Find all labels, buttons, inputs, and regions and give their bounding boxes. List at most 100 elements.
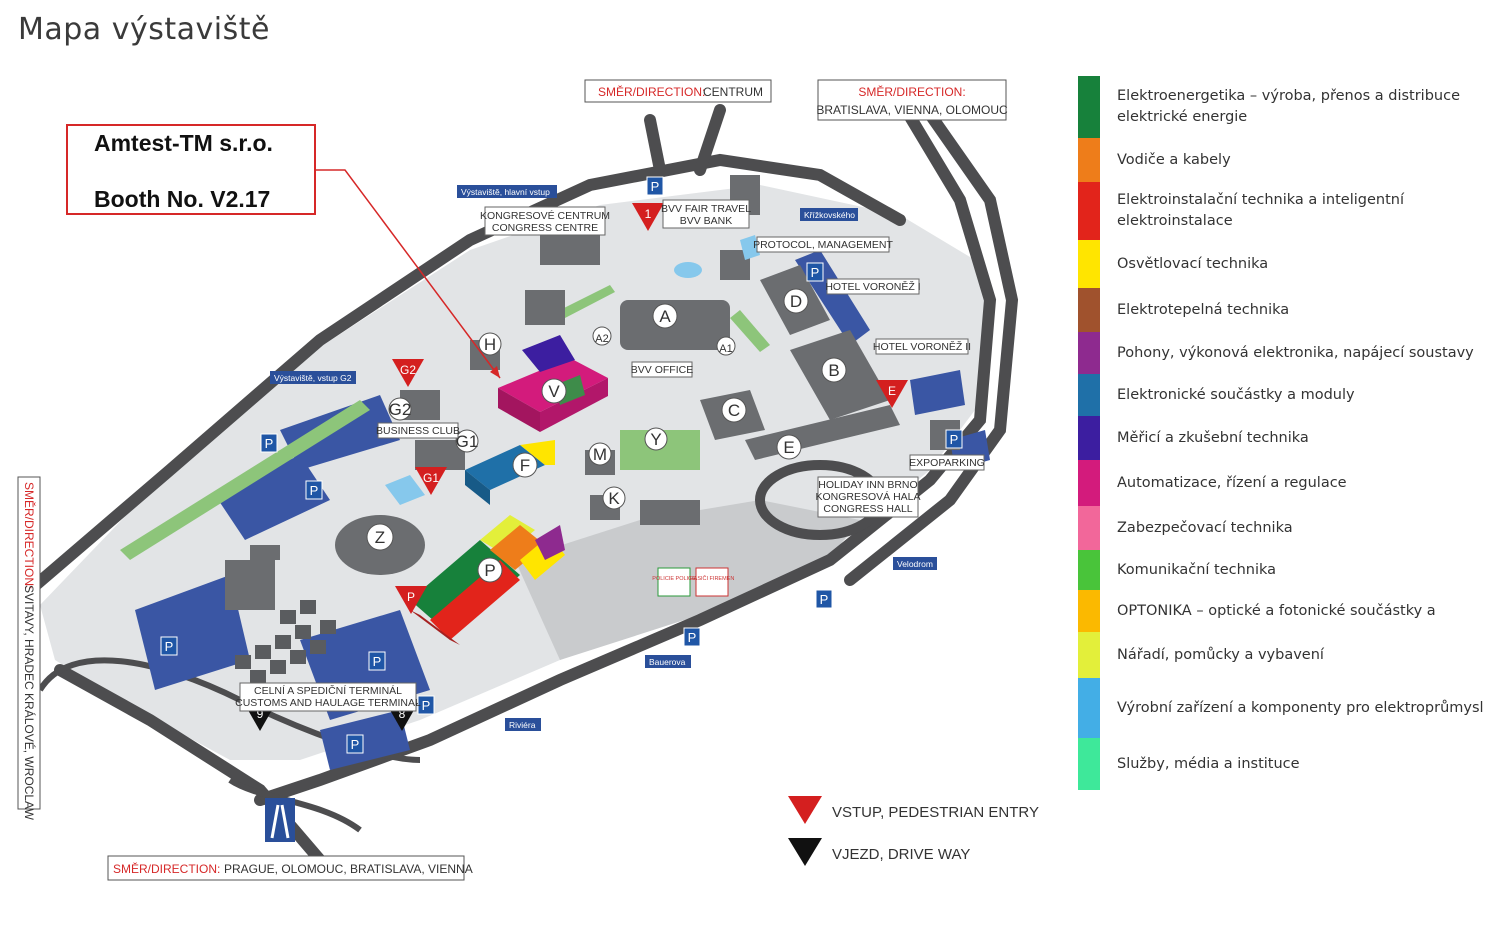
- expoparking-label: EXPOPARKING: [909, 457, 985, 469]
- pavilion-label: Z: [375, 528, 385, 547]
- legend-swatch: [1078, 76, 1100, 138]
- pavilion-marker: [592, 326, 612, 346]
- velodrom-label: Velodrom: [897, 559, 933, 569]
- pond: [740, 235, 760, 260]
- riviera-label: Riviéra: [509, 720, 536, 730]
- legend-item: Vodiče a kabely: [1078, 138, 1498, 182]
- legend-swatch: [1078, 138, 1100, 182]
- legend-label: Osvětlovací technika: [1117, 255, 1269, 272]
- direction-text: PRAGUE, OLOMOUC, BRATISLAVA, VIENNA: [224, 862, 473, 876]
- entrance-label: 8: [399, 707, 406, 721]
- pavilion-label: E: [783, 438, 794, 457]
- legend-item: Elektronické součástky a moduly: [1078, 374, 1498, 416]
- legend-item: Zabezpečovací technika: [1078, 506, 1498, 550]
- legend-swatch: [1078, 506, 1100, 550]
- legend-item: Služby, média a instituce: [1078, 738, 1498, 790]
- congress-centre: [540, 235, 600, 265]
- entrance-marker: [415, 467, 447, 495]
- legend-swatch: [1078, 678, 1100, 738]
- legend-label: Komunikační technika: [1117, 561, 1277, 578]
- road-centre-2: [694, 104, 726, 176]
- pavilion-marker: [652, 303, 678, 329]
- building: [525, 290, 565, 325]
- legend-item: Automatizace, řízení a regulace: [1078, 460, 1498, 506]
- drive-way-icon: [788, 838, 822, 866]
- congress-centre-label-en: CONGRESS CENTRE: [492, 222, 598, 234]
- pavilion-label: C: [728, 401, 740, 420]
- bvv-office-label: BVV OFFICE: [631, 364, 693, 376]
- congress-hall-label-en: CONGRESS HALL: [823, 503, 912, 515]
- customs-terminal-label-en: CUSTOMS AND HAULAGE TERMINAL: [235, 697, 421, 709]
- pavilion-label: A2: [595, 333, 608, 345]
- fountain: [674, 262, 702, 278]
- legend-item: Elektrotepelná technika: [1078, 288, 1498, 332]
- parking-label: P: [310, 483, 319, 498]
- entrance-g2-label: Výstaviště, vstup G2: [274, 373, 352, 383]
- entrance-marker: [392, 359, 424, 387]
- parking-icon: [806, 262, 824, 282]
- building: [250, 545, 280, 560]
- legend-swatch: [1078, 182, 1100, 240]
- parking-icon: [683, 627, 701, 647]
- pavilion-marker: [388, 397, 412, 421]
- holiday-inn-label: HOLIDAY INN BRNO: [818, 479, 917, 491]
- legend-label: Zabezpečovací technika: [1117, 519, 1293, 536]
- parking-lot: [135, 575, 250, 690]
- legend-label: Služby, média a instituce: [1117, 755, 1300, 772]
- page-title: Mapa výstaviště: [18, 12, 270, 47]
- pavilion-label: V: [548, 382, 560, 401]
- parking-label: P: [165, 639, 174, 654]
- congress-centre-label: KONGRESOVÉ CENTRUM: [480, 209, 610, 222]
- legend-label: Automatizace, řízení a regulace: [1117, 474, 1347, 491]
- building: [225, 560, 275, 610]
- legend-label: Pohony, výkonová elektronika, napájecí s…: [1117, 344, 1474, 361]
- legend-swatch: [1078, 590, 1100, 632]
- legend-item: Osvětlovací technika: [1078, 240, 1498, 288]
- parking-label: P: [265, 436, 274, 451]
- building: [640, 500, 700, 525]
- legend-label: Vodiče a kabely: [1117, 151, 1231, 168]
- booth-callout: Amtest-TM s.r.o. Booth No. V2.17: [66, 124, 316, 215]
- entrance-label: 9: [257, 707, 264, 721]
- entrance-label: P: [407, 590, 415, 604]
- pedestrian-entry-icon: [788, 796, 822, 824]
- legend-item: Elektroinstalační technika a inteligentn…: [1078, 182, 1498, 240]
- parking-label: P: [422, 698, 431, 713]
- police-label: POLICIE POLICE: [652, 576, 696, 582]
- road-east-2: [844, 94, 1019, 586]
- direction-text: SVITAVY, HRADEC KRÁLOVÉ, WROCLAW: [22, 585, 37, 821]
- pavilion-label: G2: [389, 400, 412, 419]
- direction-prefix: SMĚR/DIRECTION:: [113, 861, 220, 876]
- entrance-marker: [395, 586, 427, 614]
- legend-item: Pohony, výkonová elektronika, napájecí s…: [1078, 332, 1498, 374]
- legend-label: Výrobní zařízení a komponenty pro elektr…: [1117, 699, 1484, 716]
- legend-item: Elektroenergetika – výroba, přenos a dis…: [1078, 76, 1498, 138]
- pavilion-marker: [512, 452, 538, 478]
- legend-label: Elektrotepelná technika: [1117, 301, 1290, 318]
- drive-way-label: VJEZD, DRIVE WAY: [832, 846, 970, 863]
- pavilion-marker: [602, 486, 626, 510]
- pond: [385, 475, 425, 505]
- krizkovskeho-label: Křížkovského: [804, 210, 855, 220]
- parking-lot: [215, 455, 330, 540]
- parking-label: P: [651, 179, 660, 194]
- legend-label: Nářadí, pomůcky a vybavení: [1117, 646, 1324, 663]
- green-strip: [120, 400, 370, 560]
- legend-item: Nářadí, pomůcky a vybavení: [1078, 632, 1498, 678]
- pavilion-marker: [821, 357, 847, 383]
- direction-text: CENTRUM: [703, 85, 763, 99]
- legend-swatch: [1078, 240, 1100, 288]
- legend-label: Elektroinstalační technika a inteligentn…: [1117, 192, 1404, 229]
- direction-prefix: SMĚR/DIRECTION:: [22, 482, 37, 589]
- pavilion-label: B: [828, 361, 839, 380]
- parking-icon: [305, 480, 323, 500]
- hotel-voronez-2-label: HOTEL VORONĚŽ II: [873, 340, 971, 353]
- parking-icon: [160, 636, 178, 656]
- pavilion-label: F: [520, 456, 530, 475]
- entrance-label: E: [888, 384, 896, 398]
- parking-lot: [280, 395, 400, 470]
- parking-lot: [910, 370, 965, 415]
- pavilion-label: M: [593, 445, 607, 464]
- green-strip: [730, 310, 770, 352]
- parking-icon: [260, 433, 278, 453]
